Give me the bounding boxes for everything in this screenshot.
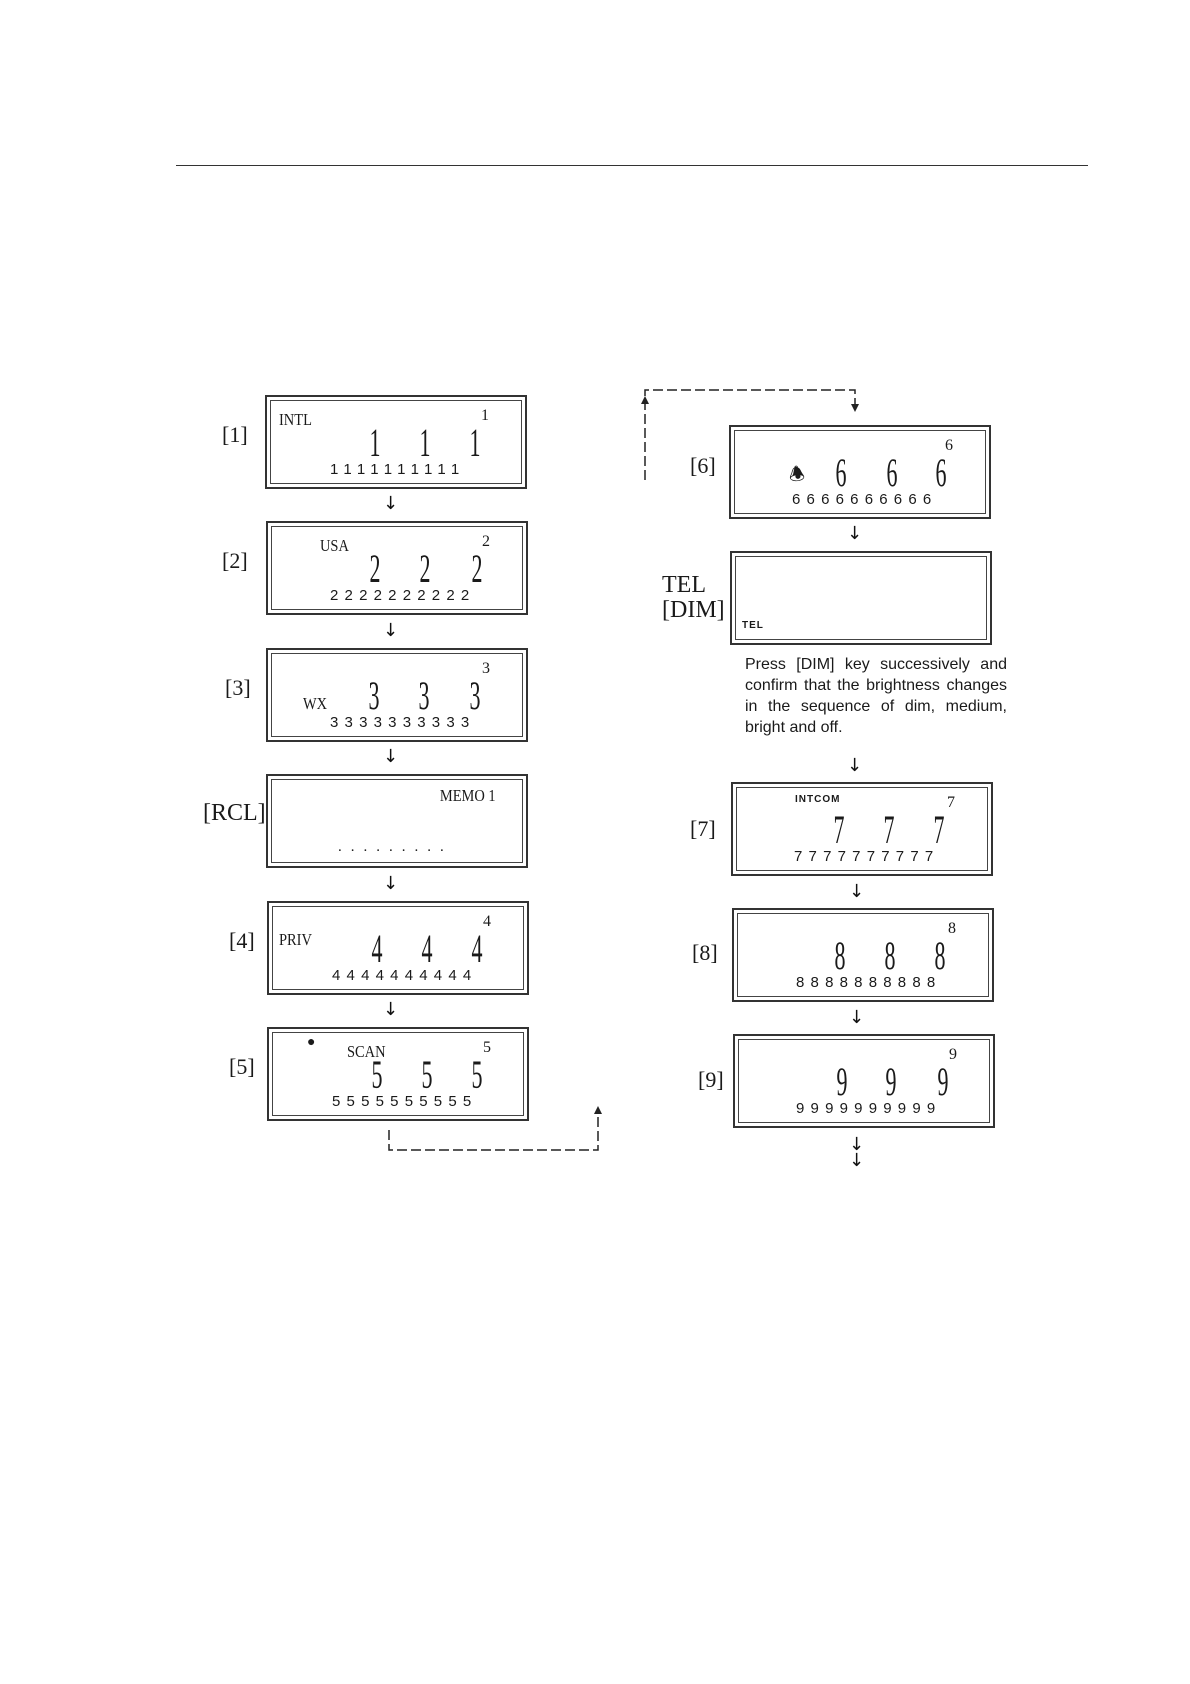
channel-indicator: 9 bbox=[949, 1046, 957, 1063]
mode-indicator: WX bbox=[303, 694, 328, 713]
small-digits: 2222222222 bbox=[330, 587, 476, 604]
step-label-4: [4] bbox=[229, 928, 255, 953]
step-label-2: [2] bbox=[222, 548, 248, 573]
step-label-tel: TEL bbox=[662, 572, 706, 598]
down-arrow: ↓ bbox=[383, 620, 399, 641]
lcd-display-1: INTL 1 1 1 1 1111111111 bbox=[265, 395, 527, 489]
down-arrow: ↓ bbox=[383, 746, 399, 767]
small-digits: 7777777777 bbox=[794, 848, 940, 865]
down-arrow: ↓ bbox=[847, 755, 863, 776]
lcd-display-9: 9 9 9 9 9999999999 bbox=[733, 1034, 995, 1128]
down-arrow: ↓ bbox=[849, 1134, 865, 1155]
small-digits: 9999999999 bbox=[796, 1100, 942, 1117]
mode-indicator: PRIV bbox=[279, 930, 312, 949]
tel-indicator: TEL bbox=[742, 620, 764, 631]
large-digits: 2 2 2 bbox=[369, 546, 483, 591]
mode-indicator: USA bbox=[320, 536, 349, 555]
memo-indicator: MEMO 1 bbox=[440, 786, 496, 805]
lcd-display-6: 🕭 6 6 6 6 6666666666 bbox=[729, 425, 991, 519]
speaker-icon: 🕭 bbox=[789, 464, 806, 484]
lcd-display-4: PRIV 4 4 4 4 4444444444 bbox=[267, 901, 529, 995]
large-digits: 1 1 1 bbox=[369, 420, 481, 465]
channel-indicator: 2 bbox=[482, 533, 490, 550]
channel-indicator: 8 bbox=[948, 920, 956, 937]
channel-indicator: 7 bbox=[947, 794, 955, 811]
header-rule bbox=[176, 165, 1088, 166]
step-label-6: [6] bbox=[690, 453, 716, 478]
step-label-5: [5] bbox=[229, 1054, 255, 1079]
mode-indicator: SCAN bbox=[347, 1042, 386, 1061]
lcd-display-5: ● SCAN 5 5 5 5 5555555555 bbox=[267, 1027, 529, 1121]
large-digits: 7 7 7 bbox=[833, 807, 945, 852]
step-label-8: [8] bbox=[692, 940, 718, 965]
down-arrow: ↓ bbox=[849, 1007, 865, 1028]
small-digits: 5555555555 bbox=[332, 1093, 478, 1110]
down-arrow: ↓ bbox=[849, 1150, 865, 1171]
small-digits: 1111111111 bbox=[330, 461, 466, 478]
large-digits: 9 9 9 bbox=[836, 1059, 949, 1104]
lcd-display-rcl: MEMO 1 ......... bbox=[266, 774, 528, 868]
step-label-7: [7] bbox=[690, 816, 716, 841]
down-arrow: ↓ bbox=[383, 873, 399, 894]
small-digits: 3333333333 bbox=[330, 714, 476, 731]
instruction-note: Press [DIM] key successively and confirm… bbox=[745, 656, 1007, 736]
lcd-display-2: USA 2 2 2 2 2222222222 bbox=[266, 521, 528, 615]
channel-indicator: 1 bbox=[481, 407, 489, 424]
step-label-rcl: [RCL] bbox=[203, 800, 266, 826]
small-digits: 4444444444 bbox=[332, 967, 478, 984]
large-digits: 5 5 5 bbox=[371, 1052, 483, 1097]
step-label-1: [1] bbox=[222, 422, 248, 447]
empty-digits: ......... bbox=[338, 839, 453, 855]
channel-indicator: 5 bbox=[483, 1039, 491, 1056]
bullet-icon: ● bbox=[307, 1035, 316, 1050]
channel-indicator: 3 bbox=[482, 660, 490, 677]
down-arrow: ↓ bbox=[849, 881, 865, 902]
lcd-display-tel: TEL bbox=[730, 551, 992, 645]
small-digits: 6666666666 bbox=[792, 491, 938, 508]
channel-indicator: 6 bbox=[945, 437, 953, 454]
down-arrow: ↓ bbox=[383, 493, 399, 514]
large-digits: 8 8 8 bbox=[834, 933, 946, 978]
channel-indicator: 4 bbox=[483, 913, 491, 930]
large-digits: 3 3 3 bbox=[368, 673, 481, 718]
intcom-indicator: INTCOM bbox=[795, 794, 841, 805]
mode-indicator: INTL bbox=[279, 410, 312, 429]
lcd-display-7: INTCOM 7 7 7 7 7777777777 bbox=[731, 782, 993, 876]
lcd-display-3: WX 3 3 3 3 3333333333 bbox=[266, 648, 528, 742]
small-digits: 8888888888 bbox=[796, 974, 942, 991]
down-arrow: ↓ bbox=[383, 999, 399, 1020]
lcd-display-8: 8 8 8 8 8888888888 bbox=[732, 908, 994, 1002]
large-digits: 6 6 6 bbox=[835, 450, 947, 495]
step-label-9: [9] bbox=[698, 1067, 724, 1092]
large-digits: 4 4 4 bbox=[371, 926, 483, 971]
step-label-3: [3] bbox=[225, 675, 251, 700]
step-label-dim: [DIM] bbox=[662, 597, 725, 623]
down-arrow: ↓ bbox=[847, 523, 863, 544]
